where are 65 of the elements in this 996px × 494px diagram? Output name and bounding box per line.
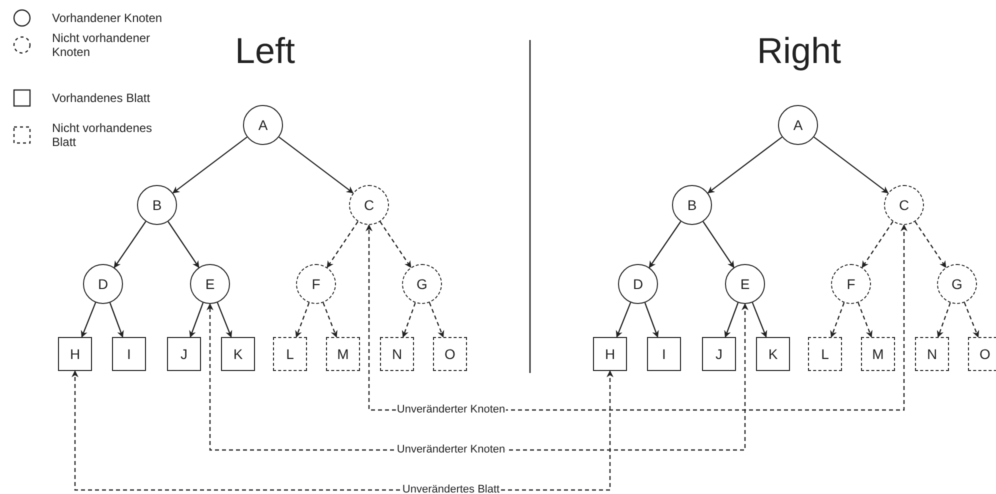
arrow [648,221,682,268]
legend-label: Nicht vorhandenes Blatt [52,121,154,149]
leaf-square: J [167,337,201,371]
leaf-square: N [915,337,949,371]
tree-node-circle: A [778,105,818,145]
edge-label: Unverändertes Blatt [401,484,501,494]
leaf-square: O [968,337,996,371]
leaf-square: L [808,337,842,371]
arrow [914,221,946,268]
tree-node-circle: E [725,264,765,304]
leaf-square: I [647,337,681,371]
arrow [216,302,232,338]
tree-node-circle: B [672,185,712,225]
arrow [80,302,96,338]
legend-label: Vorhandenes Blatt [52,91,152,105]
arrow [295,302,310,338]
leaf-square: K [221,337,255,371]
arrow [616,302,632,338]
tree-node-circle: B [137,185,177,225]
arrow [644,302,659,338]
arrow [936,302,951,338]
leaf-square: H [593,337,627,371]
arrow [172,136,248,194]
arrow [326,221,358,268]
legend-label: Vorhandener Knoten [52,11,164,25]
tree-node-circle: E [190,264,230,304]
arrow [322,302,338,338]
tree-node-circle: F [296,264,336,304]
leaf-square: L [273,337,307,371]
arrow [702,221,734,268]
arrow [109,302,124,338]
leaf-square: M [861,337,895,371]
arrow [114,221,146,268]
arrow [830,302,845,338]
arrow [862,221,894,268]
tree-heading: Right [756,30,842,72]
arrow [428,302,444,338]
tree-node-circle: G [937,264,977,304]
leaf-square: N [380,337,414,371]
leaf-square: M [326,337,360,371]
leaf-square: H [58,337,92,371]
arrow [278,136,354,194]
tree-node-circle: C [884,185,924,225]
tree-node-circle: F [831,264,871,304]
arrow [707,136,782,194]
arrow [752,302,768,338]
legend-label: Nicht vorhandener Knoten [52,31,152,59]
arrow [189,302,204,338]
tree-node-circle: C [349,185,389,225]
arrow [402,302,416,338]
tree-node-circle: A [243,105,283,145]
leaf-square: J [702,337,736,371]
leaf-square: O [433,337,467,371]
arrow [814,136,889,194]
arrow [964,302,980,338]
leaf-square: K [756,337,790,371]
tree-node-circle: D [83,264,123,304]
arrow [168,221,200,268]
tree-node-circle: G [402,264,442,304]
leaf-square: I [112,337,146,371]
arrow [380,221,412,268]
tree-node-circle: D [618,264,658,304]
arrow [724,302,739,338]
arrow [858,302,872,338]
tree-heading: Left [234,30,296,72]
